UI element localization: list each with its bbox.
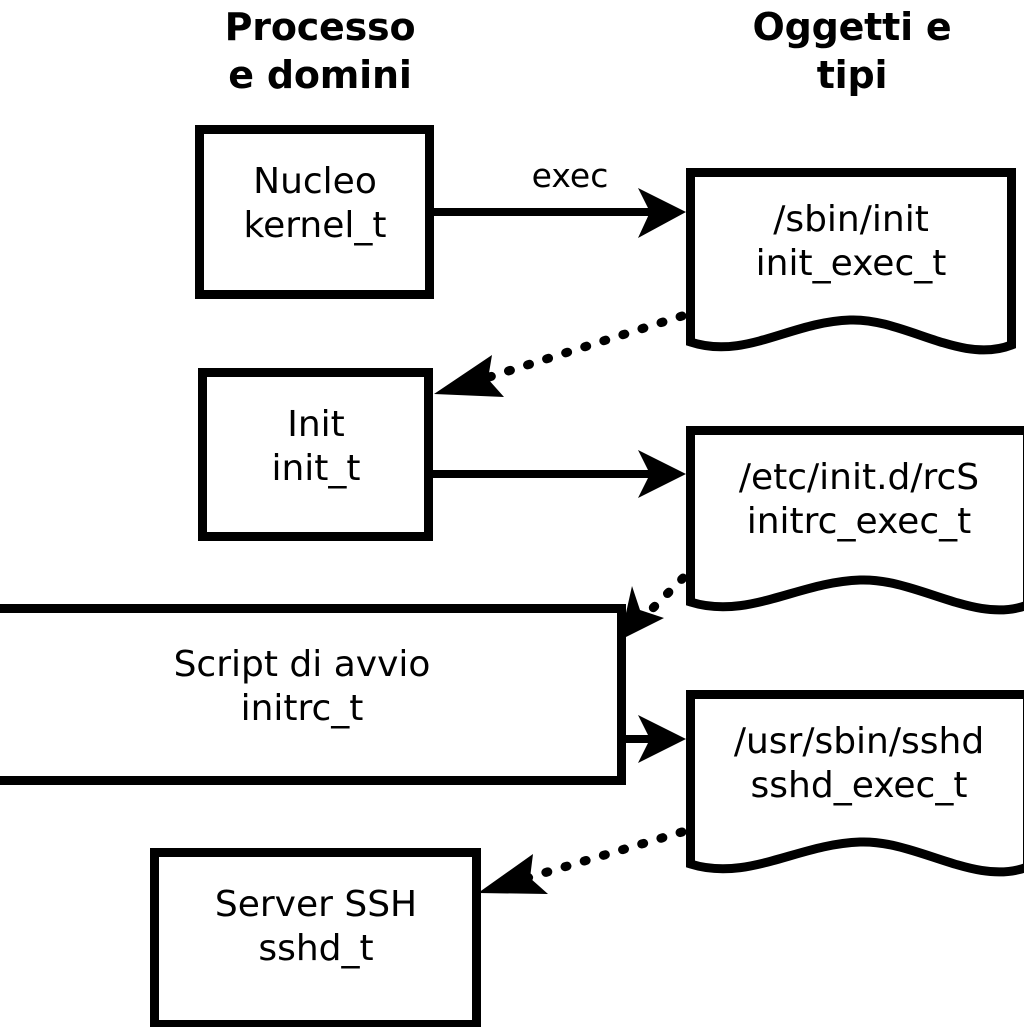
edge-label-exec: exec — [531, 156, 609, 195]
arrow-head-init-exec-to-init — [434, 355, 504, 397]
column-header-objects: Oggetti e tipi — [752, 5, 952, 97]
process-box-kernel[interactable] — [195, 125, 434, 299]
object-doc-init-exec[interactable] — [686, 168, 1016, 355]
process-box-initrc[interactable] — [0, 604, 626, 785]
process-box-sshd[interactable] — [150, 848, 481, 1027]
arrow-head-init-to-initrc-exec — [638, 450, 686, 498]
column-header-processes: Processo e domini — [224, 5, 416, 97]
edge-initrc-exec-to-initrc — [643, 573, 688, 618]
arrow-head-sshd-exec-to-sshd — [478, 854, 548, 894]
object-doc-sshd-exec[interactable] — [686, 690, 1024, 877]
edge-init-exec-to-init — [478, 311, 687, 384]
edge-sshd-exec-to-sshd — [522, 827, 687, 883]
arrow-head-initrc-exec-to-initrc — [620, 586, 664, 640]
arrow-head-initrc-to-sshd-exec — [638, 715, 686, 763]
object-doc-initrc-exec[interactable] — [686, 426, 1024, 615]
arrow-head-kernel-to-init-exec — [638, 188, 686, 238]
process-box-init[interactable] — [198, 368, 433, 541]
